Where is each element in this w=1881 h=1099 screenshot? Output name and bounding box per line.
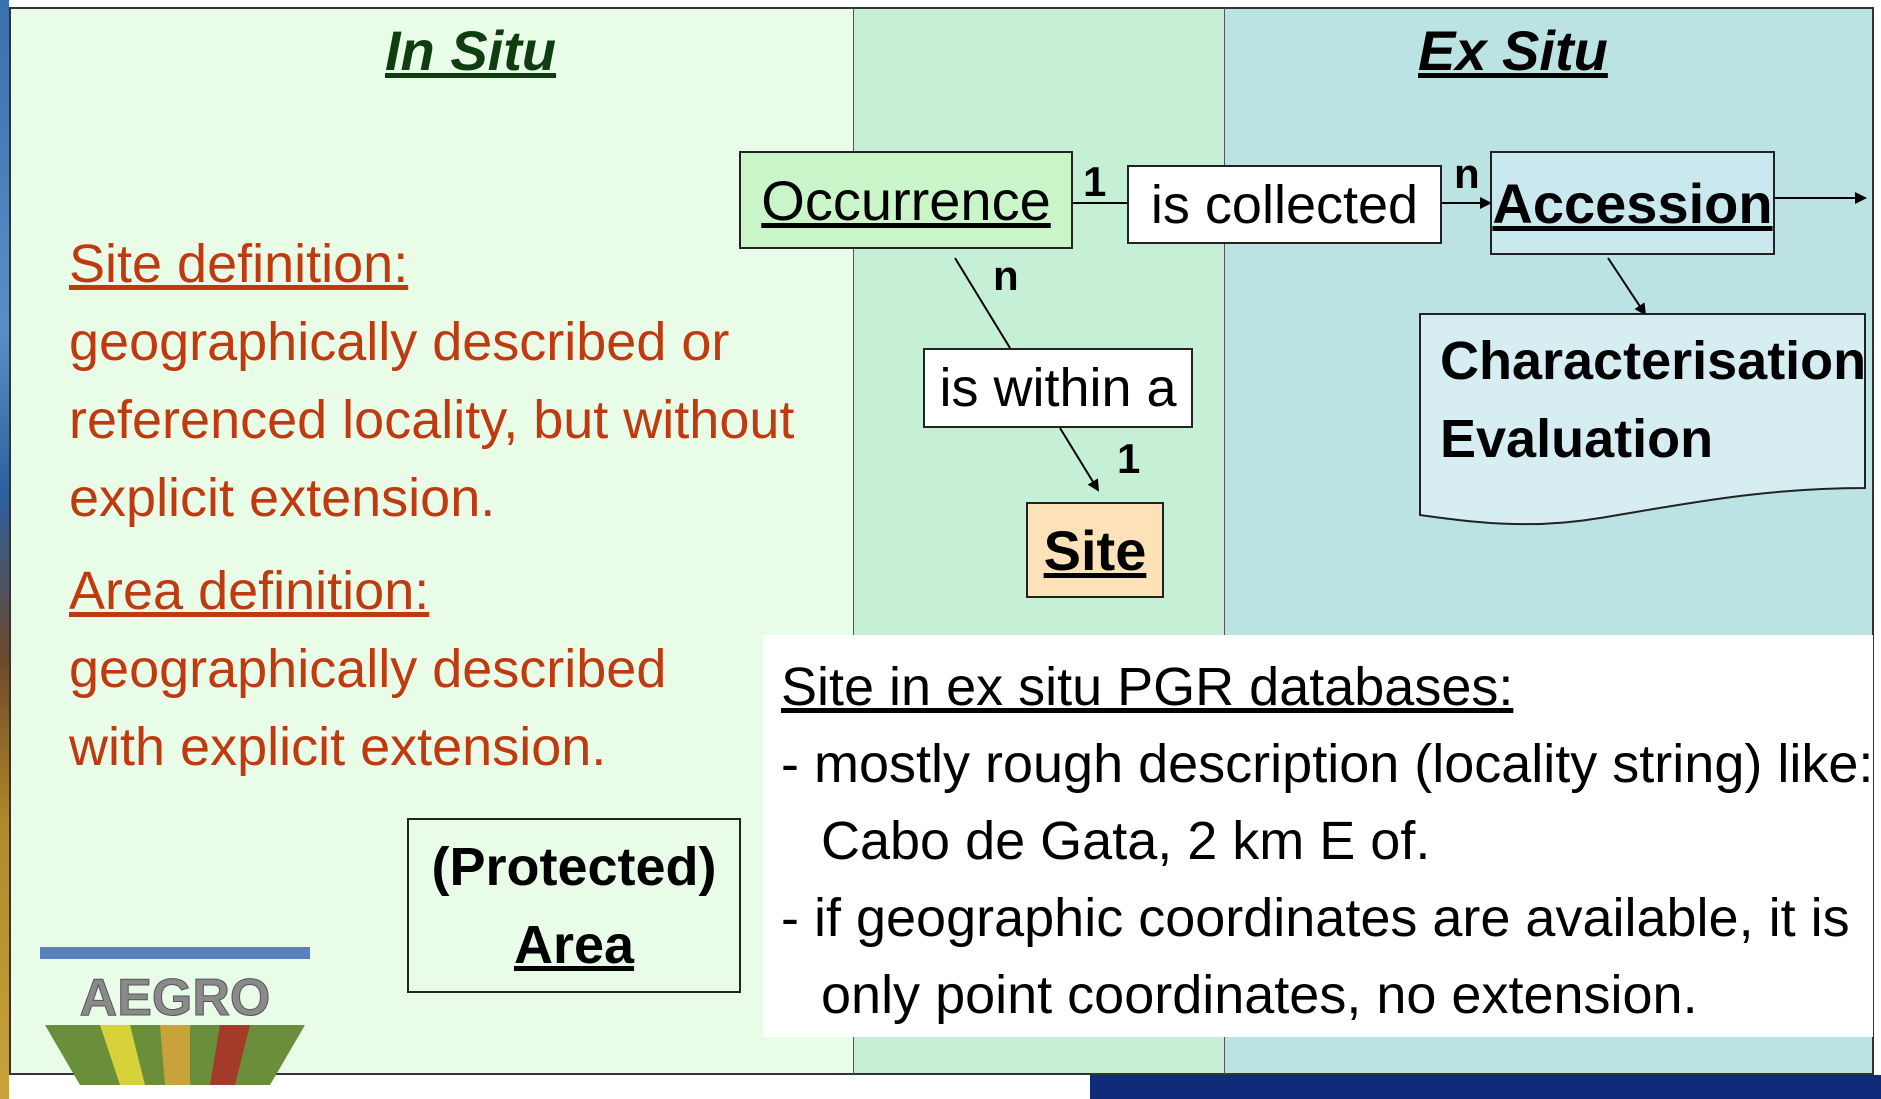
note-line-2: Cabo de Gata, 2 km E of. bbox=[821, 811, 1431, 871]
site-definition-title: Site definition: bbox=[69, 234, 409, 294]
aegro-logo: AEGRO bbox=[40, 947, 310, 1085]
protected-label: (Protected) bbox=[431, 836, 717, 897]
site-ex-situ-note: Site in ex situ PGR databases: - mostly … bbox=[763, 635, 1873, 1037]
area-definition-block: Area definition: geographically describe… bbox=[69, 552, 666, 786]
left-edge-strip bbox=[0, 0, 9, 1099]
area-definition-line-2: with explicit extension. bbox=[69, 717, 607, 777]
site-entity: Site bbox=[1026, 502, 1164, 598]
area-definition-title: Area definition: bbox=[69, 561, 430, 621]
site-definition-line-2: referenced locality, but without bbox=[69, 390, 795, 450]
area-label: Area bbox=[513, 914, 635, 975]
note-line-3: - if geographic coordinates are availabl… bbox=[781, 888, 1850, 948]
bottom-edge-strip bbox=[1090, 1075, 1881, 1099]
evaluation-text: Evaluation bbox=[1440, 409, 1714, 469]
site-definition-line-1: geographically described or bbox=[69, 312, 730, 372]
cardinality-occurrence-within: n bbox=[993, 252, 1019, 299]
site-definition-block: Site definition: geographically describe… bbox=[69, 225, 794, 537]
note-line-1: - mostly rough description (locality str… bbox=[781, 734, 1874, 794]
in-situ-heading: In Situ bbox=[385, 19, 557, 82]
site-definition-line-3: explicit extension. bbox=[69, 468, 496, 528]
area-definition-line-1: geographically described bbox=[69, 639, 667, 699]
note-line-4: only point coordinates, no extension. bbox=[821, 965, 1698, 1025]
cardinality-within-site: 1 bbox=[1117, 435, 1141, 482]
cardinality-collected-accession: n bbox=[1454, 150, 1480, 197]
aegro-logo-text: AEGRO bbox=[80, 969, 271, 1027]
accession-entity: Accession bbox=[1490, 151, 1775, 255]
is-collected-relation: is collected bbox=[1127, 165, 1442, 244]
characterisation-text: Characterisation bbox=[1440, 331, 1867, 391]
occurrence-entity: Occurrence bbox=[739, 151, 1073, 249]
protected-area-entity: (Protected) Area bbox=[407, 818, 741, 993]
cardinality-occurrence-collected: 1 bbox=[1083, 158, 1107, 205]
is-within-relation: is within a bbox=[923, 348, 1193, 428]
note-title: Site in ex situ PGR databases: bbox=[781, 657, 1514, 717]
characterisation-evaluation-label: Characterisation Evaluation bbox=[1440, 322, 1866, 478]
ex-situ-heading: Ex Situ bbox=[1418, 19, 1608, 82]
